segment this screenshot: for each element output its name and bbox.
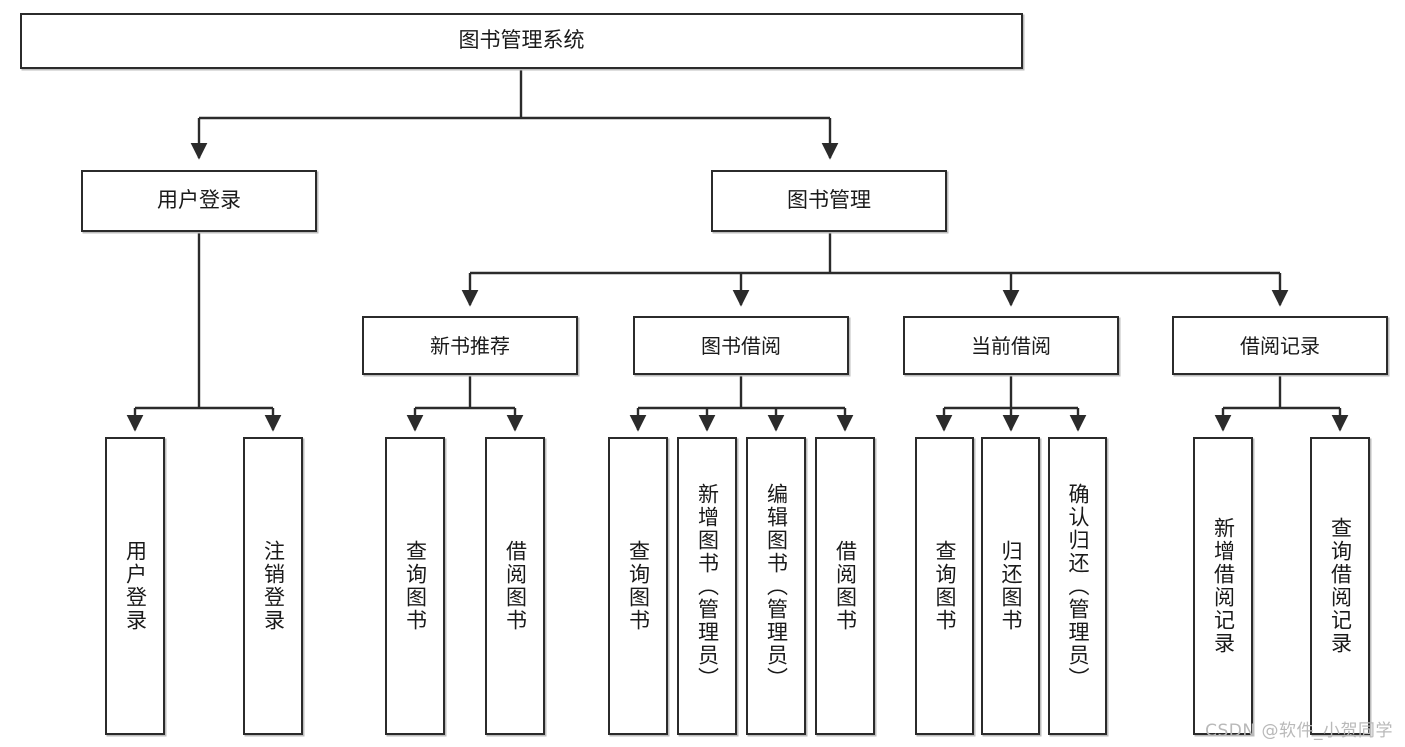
node-leaf-borrow-book-2-label: 借阅图书 [833, 540, 858, 632]
node-leaf-query-book-1-label: 查询图书 [403, 540, 428, 632]
node-book-manage-label: 图书管理 [787, 188, 871, 213]
node-leaf-query-record[interactable]: 查询借阅记录 [1310, 437, 1370, 735]
node-root[interactable]: 图书管理系统 [20, 13, 1023, 69]
node-leaf-add-book[interactable]: 新增图书（管理员） [677, 437, 737, 735]
node-book-borrow[interactable]: 图书借阅 [633, 316, 849, 375]
node-current-borrow-label: 当前借阅 [971, 333, 1051, 358]
node-borrow-record[interactable]: 借阅记录 [1172, 316, 1388, 375]
node-leaf-add-record-label: 新增借阅记录 [1211, 517, 1236, 655]
node-borrow-record-label: 借阅记录 [1240, 333, 1320, 358]
node-leaf-borrow-book-1[interactable]: 借阅图书 [485, 437, 545, 735]
node-leaf-query-book-2-label: 查询图书 [626, 540, 651, 632]
node-new-book-recommend[interactable]: 新书推荐 [362, 316, 578, 375]
node-leaf-add-record[interactable]: 新增借阅记录 [1193, 437, 1253, 735]
node-leaf-query-book-1[interactable]: 查询图书 [385, 437, 445, 735]
node-leaf-edit-book-label: 编辑图书（管理员） [764, 482, 789, 690]
node-leaf-query-book-3[interactable]: 查询图书 [915, 437, 974, 735]
node-leaf-return-book-label: 归还图书 [999, 540, 1023, 632]
node-leaf-query-book-2[interactable]: 查询图书 [608, 437, 668, 735]
node-leaf-confirm-return-label: 确认归还（管理员） [1066, 482, 1090, 690]
node-user-login-label: 用户登录 [157, 188, 241, 213]
node-book-borrow-label: 图书借阅 [701, 333, 781, 358]
node-current-borrow[interactable]: 当前借阅 [903, 316, 1119, 375]
node-leaf-logout-label: 注销登录 [261, 540, 286, 632]
node-new-book-recommend-label: 新书推荐 [430, 333, 510, 358]
csdn-watermark: CSDN @软件_小贺同学 [1205, 721, 1393, 741]
node-leaf-user-login[interactable]: 用户登录 [105, 437, 165, 735]
node-leaf-query-book-3-label: 查询图书 [933, 540, 957, 632]
node-leaf-logout[interactable]: 注销登录 [243, 437, 303, 735]
node-leaf-query-record-label: 查询借阅记录 [1328, 517, 1353, 655]
node-leaf-confirm-return[interactable]: 确认归还（管理员） [1048, 437, 1107, 735]
node-user-login[interactable]: 用户登录 [81, 170, 317, 232]
node-leaf-borrow-book-2[interactable]: 借阅图书 [815, 437, 875, 735]
node-book-manage[interactable]: 图书管理 [711, 170, 947, 232]
node-leaf-add-book-label: 新增图书（管理员） [695, 482, 720, 690]
node-leaf-user-login-label: 用户登录 [123, 540, 148, 632]
node-leaf-borrow-book-1-label: 借阅图书 [503, 540, 528, 632]
node-leaf-return-book[interactable]: 归还图书 [981, 437, 1040, 735]
node-root-label: 图书管理系统 [458, 28, 585, 53]
node-leaf-edit-book[interactable]: 编辑图书（管理员） [746, 437, 806, 735]
